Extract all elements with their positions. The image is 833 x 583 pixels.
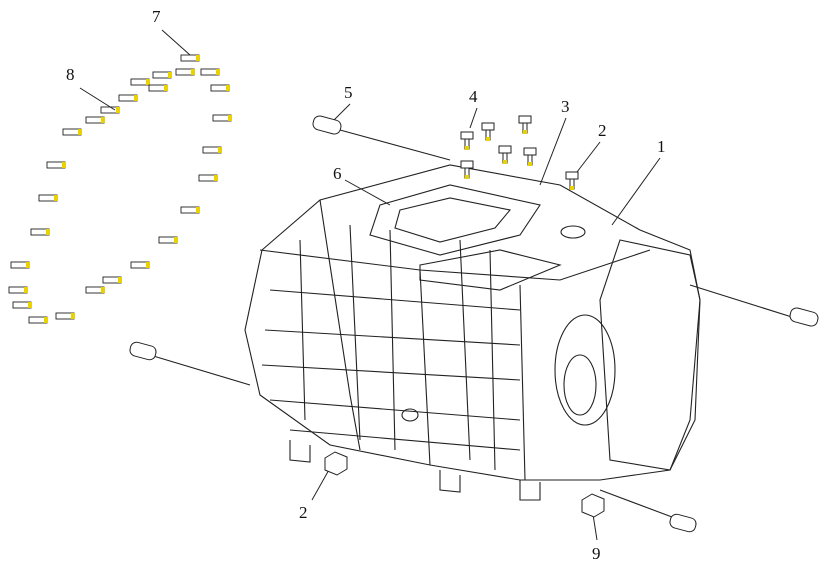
dowel-pin [175, 68, 195, 76]
dowel-pin [130, 78, 150, 86]
dowel-pin [62, 128, 82, 136]
dowel-pin [158, 236, 178, 244]
dowel-pin [180, 54, 200, 62]
dowel-pin [46, 161, 66, 169]
dowel-pin [148, 84, 168, 92]
dowel-pin [85, 286, 105, 294]
callout-4: 4 [469, 87, 478, 106]
dowel-pin [210, 84, 230, 92]
dowel-pin [200, 68, 220, 76]
dowel-pin [152, 71, 172, 79]
dowel-pin [198, 174, 218, 182]
callout-6: 6 [333, 164, 342, 183]
callout-3: 3 [561, 97, 570, 116]
dowel-pin [30, 228, 50, 236]
dowel-pin [55, 312, 75, 320]
dowel-pin [10, 261, 30, 269]
dowel-pin [38, 194, 58, 202]
callout-1: 1 [657, 137, 666, 156]
bolt [498, 145, 512, 164]
dowel-pin [85, 116, 105, 124]
dowel-pin [202, 146, 222, 154]
callout-9: 9 [592, 544, 601, 563]
dowel-pin [102, 276, 122, 284]
bolt [460, 131, 474, 150]
bolt [565, 171, 579, 190]
bolts [460, 115, 579, 190]
dowel-pins [8, 54, 232, 324]
dowel-pin [28, 316, 48, 324]
dowel-pin [130, 261, 150, 269]
bolt [523, 147, 537, 166]
dowel-pin [212, 114, 232, 122]
dowel-pin [118, 94, 138, 102]
bolt [481, 122, 495, 141]
callout-5: 5 [344, 83, 353, 102]
transmission-housing [149, 129, 796, 521]
bolt [518, 115, 532, 134]
dowel-pin [12, 301, 32, 309]
callout-2-top: 2 [598, 121, 607, 140]
dowel-pin [8, 286, 28, 294]
callout-2-bottom: 2 [299, 503, 308, 522]
dowel-pin [180, 206, 200, 214]
dowel-pin [100, 106, 120, 114]
bolt [460, 160, 474, 179]
callout-7: 7 [152, 7, 161, 26]
leader-lines [79, 29, 661, 541]
plugs [129, 115, 819, 533]
callout-8: 8 [66, 65, 75, 84]
